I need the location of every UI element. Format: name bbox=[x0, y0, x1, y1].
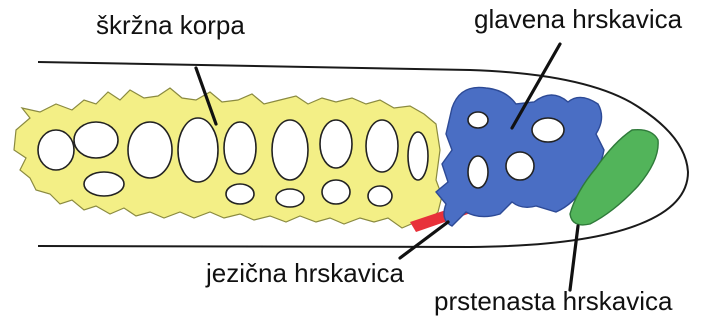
label-cranial-cartilage: glavena hrskavica bbox=[474, 4, 683, 34]
label-annular-cartilage: prstenasta hrskavica bbox=[434, 286, 673, 316]
label-branchial-basket: škržna korpa bbox=[96, 10, 245, 40]
label-lingual-cartilage: jezična hrskavica bbox=[205, 258, 405, 288]
